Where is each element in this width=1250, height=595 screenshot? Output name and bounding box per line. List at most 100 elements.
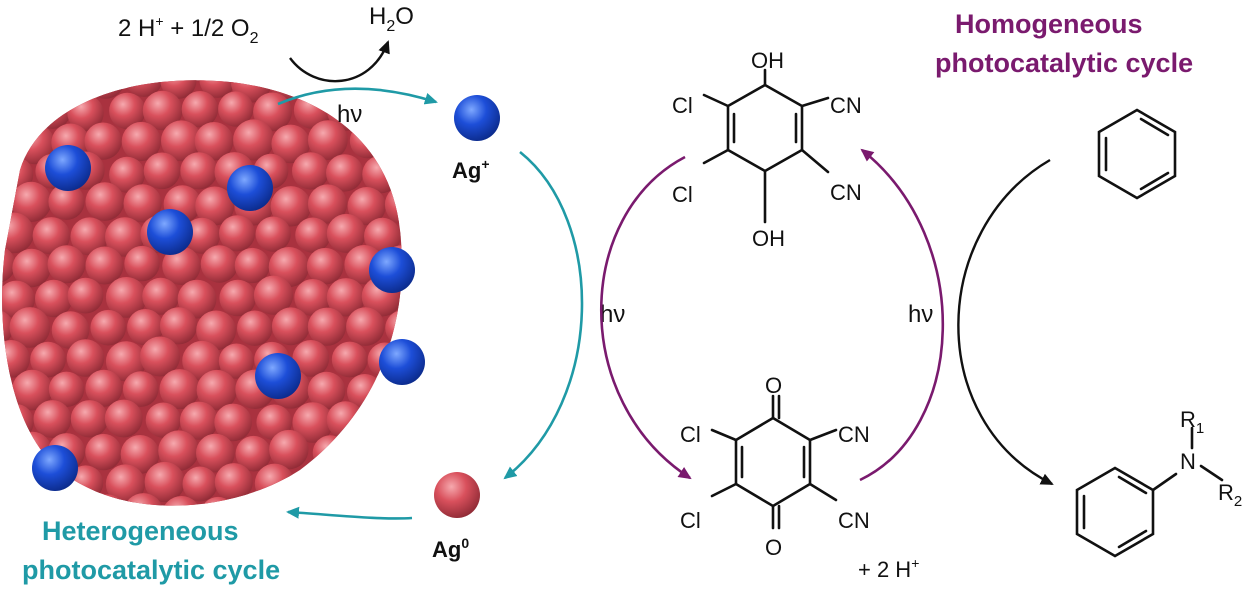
nanoparticle-atom [194,122,234,161]
nanoparticle-atom [2,340,30,378]
nanoparticle-atom [181,91,219,128]
amination-arrow-black [957,158,1054,486]
nanoparticle-atom [35,279,73,318]
water-product-formula: H2O [369,3,414,35]
nanoparticle-atom [294,279,332,316]
hv-label-top: hν [337,101,362,128]
nanoparticle-atom [196,310,237,351]
nanoparticle-atom [218,91,254,127]
nanoparticle-atom [196,433,235,473]
oxidation-arrow-teal [277,87,438,106]
nanoparticle-atom [307,184,348,224]
nanoparticle-atom [30,341,66,378]
silver-metal-sphere [434,472,480,518]
nanoparticle-atom [66,339,105,377]
nanoparticle-atom [48,371,85,407]
nanoparticle-atom [2,245,16,283]
nanoparticle-atom [307,307,346,346]
nanoparticle-atom [124,80,163,97]
nanoparticle-atom [367,463,402,501]
nanoparticle-atom [143,152,181,190]
nanoparticle-atom [105,464,145,504]
nanoparticle-atom [331,341,368,378]
silver-ion-site [369,247,415,293]
hydroquinone-structure: OH OH Cl Cl CN CN [672,48,862,251]
amine-r2-label: R2 [1218,480,1242,510]
silver-ion-label: Ag+ [452,156,490,183]
nanoparticle-atom [218,343,254,379]
regeneration-arrow-purple [859,148,945,482]
nanoparticle-atom [33,400,72,438]
nanoparticle-atom [180,152,218,190]
nanoparticle-atom [326,154,364,192]
nanoparticle-atom [219,215,256,252]
nanoparticle-atom [381,493,402,506]
nanoparticle-atom [214,403,252,442]
nanoparticle-atom [312,435,348,471]
nanoparticle-atom [237,310,273,346]
nanoparticle-atom [48,183,85,220]
silver-metal-label: Ag0 [432,535,469,562]
nanoparticle-atom [199,80,236,98]
heterogeneous-title-line1: Heterogeneous [42,516,239,546]
nanoparticle-atom [253,275,294,315]
nanoparticle-atom [307,120,348,160]
quinone-structure: O O Cl Cl CN CN [680,373,870,560]
nanoparticle-atom [200,245,239,283]
nanoparticle-atom [196,369,237,411]
silver-ion-site [147,209,193,255]
hydroquinone-cn-1: CN [830,93,862,118]
nanoparticle-atom [11,369,53,411]
nanoparticle-atom [109,156,145,193]
nanoparticle-atom [214,463,253,502]
hydroquinone-cl-1: Cl [672,93,693,118]
nanoparticle-atom [159,307,198,345]
nanoparticle-atom [32,217,70,255]
nanoparticle-atom [366,401,402,443]
nanoparticle-atom [347,187,386,226]
nanoparticle-atom [295,217,331,253]
nanoparticle-atom [85,433,122,471]
nanoparticle-atom [47,245,86,284]
nanoparticle-atom [2,309,14,346]
nanoparticle-atom [70,400,109,438]
quinone-cn-1: CN [838,422,870,447]
nanoparticle-atom [2,369,12,408]
silver-ion-site [45,145,91,191]
nanoparticle-atom [271,307,310,346]
nanoparticle-atom [269,429,309,470]
nanoparticle-atom [364,217,401,255]
nanoparticle-atom [85,369,123,407]
nanoparticle-atom [84,122,122,160]
quinone-cl-2: Cl [680,508,701,533]
quinone-cn-2: CN [838,508,870,533]
nanoparticle-atom [345,494,382,506]
nanoparticle-atom [12,248,51,288]
nanoparticle-atom [159,369,200,410]
nanoparticle-atom [85,80,126,99]
nanoparticle-atom [326,213,366,253]
nanoparticle-atom [326,465,364,503]
nanoparticle-atom [179,401,219,440]
homogeneous-title-line2: photocatalytic cycle [935,48,1193,78]
nanoparticle-atom [402,152,443,193]
nanoparticle-atom [405,217,442,254]
nanoparticle-atom [384,184,402,225]
nanoparticle-atom [254,463,295,504]
hv-label-middle: hν [600,301,625,328]
nanoparticle-atom [11,80,50,99]
nanoparticle-atom [343,432,381,469]
nanoparticle-atom [2,493,17,506]
nanoparticle-atom [219,279,256,317]
nanoparticle-atom [123,184,162,223]
nanoparticle-atom [326,278,366,317]
nanoparticle-atom [380,123,402,163]
deposition-arrow-teal [286,506,413,520]
nanoparticle-atom [2,464,32,503]
water-formation-arrow [289,40,390,83]
nanoparticle-atom [9,307,51,348]
nanoparticle-atom [160,80,197,99]
nanoparticle-atom [346,307,385,346]
nanoparticle-atom [237,498,274,506]
nanoparticle-atom [142,90,183,131]
